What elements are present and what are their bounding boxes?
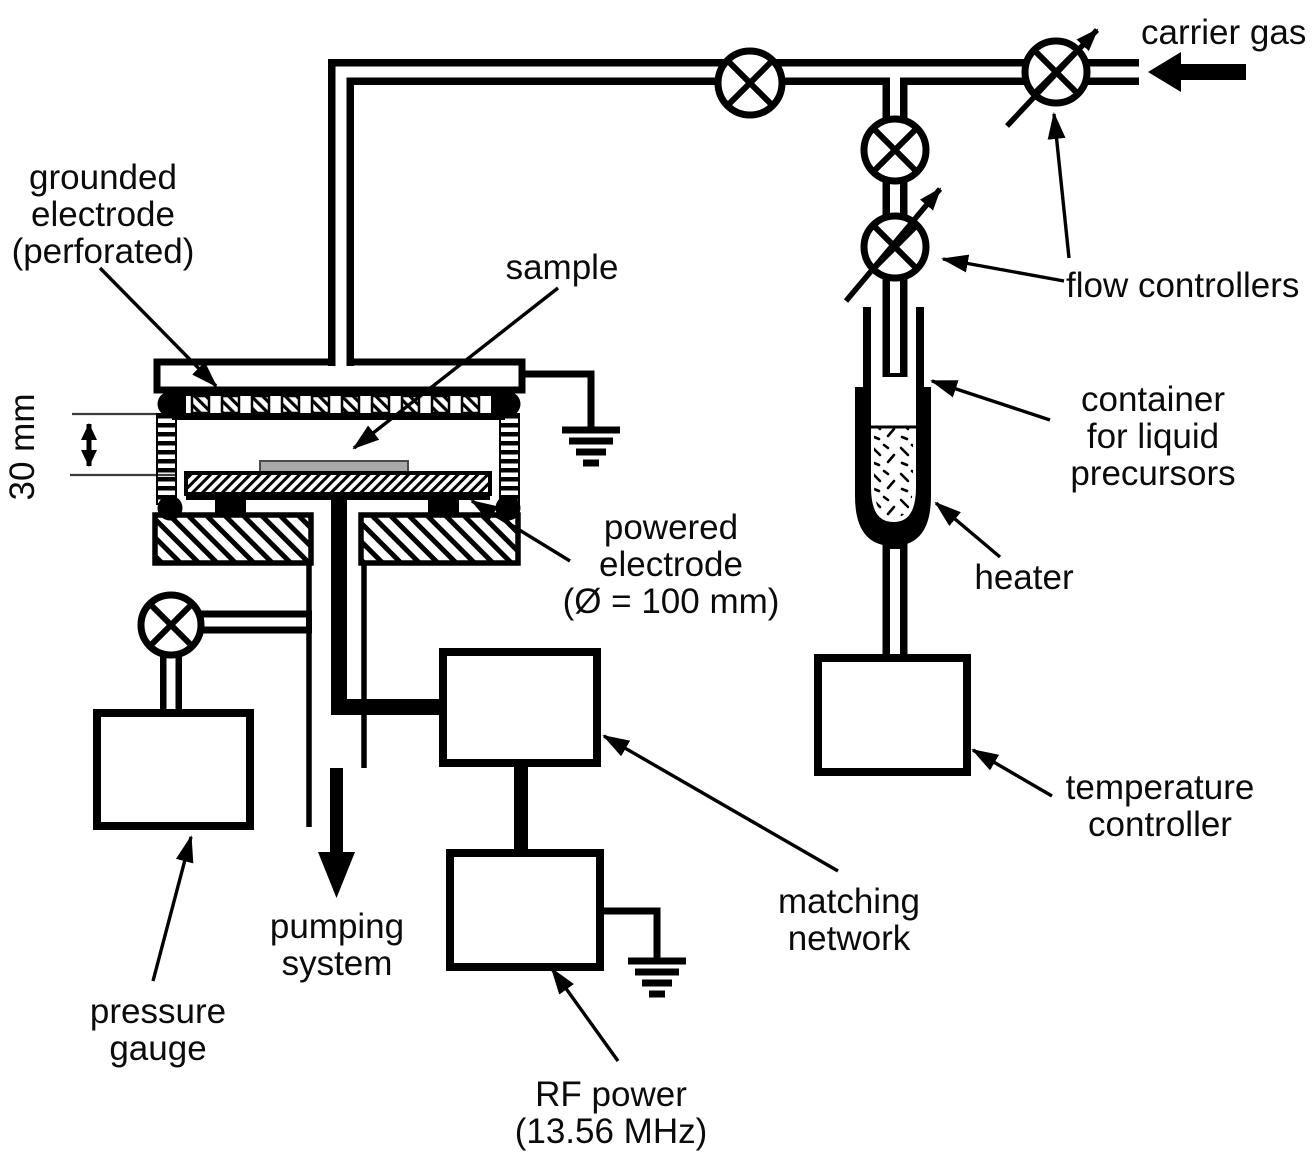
pumping-system-label-line1: pumping <box>270 907 404 946</box>
gas-manifold <box>328 59 1142 378</box>
liquid-fill <box>874 427 913 518</box>
leader-container <box>930 379 1051 422</box>
base-flange-right <box>358 512 521 566</box>
bellows-left <box>156 413 177 505</box>
flow-controller-precursor <box>843 187 943 303</box>
base-flange-left <box>152 512 314 566</box>
matching-network-box <box>439 648 601 767</box>
pump-arrow-icon <box>318 768 355 898</box>
temperature-controller-label-line1: temperature <box>1066 768 1255 807</box>
leader-flow-controller-2 <box>941 254 1065 283</box>
rf-power-box <box>446 849 604 971</box>
pressure-gauge-assembly <box>93 591 312 830</box>
powered-electrode-plate <box>184 471 492 496</box>
electrode-support-left <box>215 500 246 516</box>
flow-controller-arrow-icon <box>843 187 943 303</box>
electrode-support-right <box>428 500 459 516</box>
grounded-electrode-label-line3: (perforated) <box>12 232 195 271</box>
leader-flow-controller-1 <box>1047 112 1071 259</box>
matching-network-label-line1: matching <box>778 882 920 921</box>
temperature-controller-label-line2: controller <box>1088 805 1232 844</box>
leader-temperature-controller <box>971 748 1053 798</box>
perforated-electrode-segments <box>190 394 481 415</box>
rf-power-label-line1: RF power <box>535 1075 687 1114</box>
leader-rf-power <box>550 967 620 1062</box>
text-labels: carrier gas flow controllers grounded el… <box>3 13 1306 1151</box>
flow-controllers-label: flow controllers <box>1066 266 1299 305</box>
grounded-electrode-label-line2: electrode <box>31 195 175 234</box>
container-label-line3: precursors <box>1070 454 1235 493</box>
leader-matching-network <box>602 734 839 873</box>
leader-heater <box>934 501 1002 559</box>
leader-sample <box>352 286 560 450</box>
container-label-line1: container <box>1081 380 1225 419</box>
valve-manifold <box>714 47 786 119</box>
ground-wire <box>600 907 661 958</box>
heater-label: heater <box>974 558 1074 597</box>
grounded-electrode-label-line1: grounded <box>29 158 177 197</box>
valve-precursor-line <box>860 115 930 185</box>
oring-dot <box>157 391 183 417</box>
container-label-line2: for liquid <box>1087 417 1219 456</box>
carrier-gas-inlet-arrow-icon <box>1148 52 1246 92</box>
pumping-system-label-line2: system <box>282 944 393 983</box>
temperature-controller-box <box>814 654 971 776</box>
valve-pressure-gauge <box>137 591 205 659</box>
pump-port <box>306 563 367 898</box>
matching-network-label-line2: network <box>788 919 911 958</box>
ground-symbol-icon <box>562 426 620 467</box>
sample-label: sample <box>506 248 619 287</box>
pressure-gauge-label-line1: pressure <box>90 992 226 1031</box>
ground-wire <box>522 370 595 428</box>
powered-electrode-label-line1: powered <box>604 508 738 547</box>
perforated-electrode-bottom-rail <box>172 413 505 420</box>
leader-pressure-gauge <box>151 835 194 982</box>
manifold-pipe-bore <box>335 66 1142 374</box>
rf-ground <box>600 907 686 998</box>
carrier-gas-label: carrier gas <box>1141 13 1306 52</box>
rf-feed-rod <box>331 495 444 715</box>
powered-electrode-label-line2: electrode <box>599 545 743 584</box>
perforated-electrode <box>172 389 505 420</box>
powered-electrode-label-line3: (Ø = 100 mm) <box>563 582 780 621</box>
perforated-electrode-top-rail <box>172 389 505 396</box>
bellows-right <box>499 413 520 505</box>
gap-dimension-label: 30 mm <box>3 394 42 501</box>
valve-x-icon <box>147 601 195 649</box>
pressure-gauge-box <box>93 709 254 830</box>
leader-grounded-electrode <box>98 266 218 388</box>
flow-controller-carrier <box>1004 28 1100 128</box>
rf-power-label-line2: (13.56 MHz) <box>515 1112 708 1151</box>
leader-arrows <box>98 112 1071 1062</box>
valve-x-icon <box>870 125 920 175</box>
leader-powered-electrode <box>470 499 571 563</box>
flow-controller-arrow-icon <box>1004 28 1100 128</box>
ground-symbol-icon <box>628 957 686 998</box>
pressure-gauge-label-line2: gauge <box>109 1029 206 1068</box>
valve-x-icon <box>725 58 775 108</box>
oring-dot <box>495 391 521 417</box>
chamber-ground <box>522 370 620 467</box>
